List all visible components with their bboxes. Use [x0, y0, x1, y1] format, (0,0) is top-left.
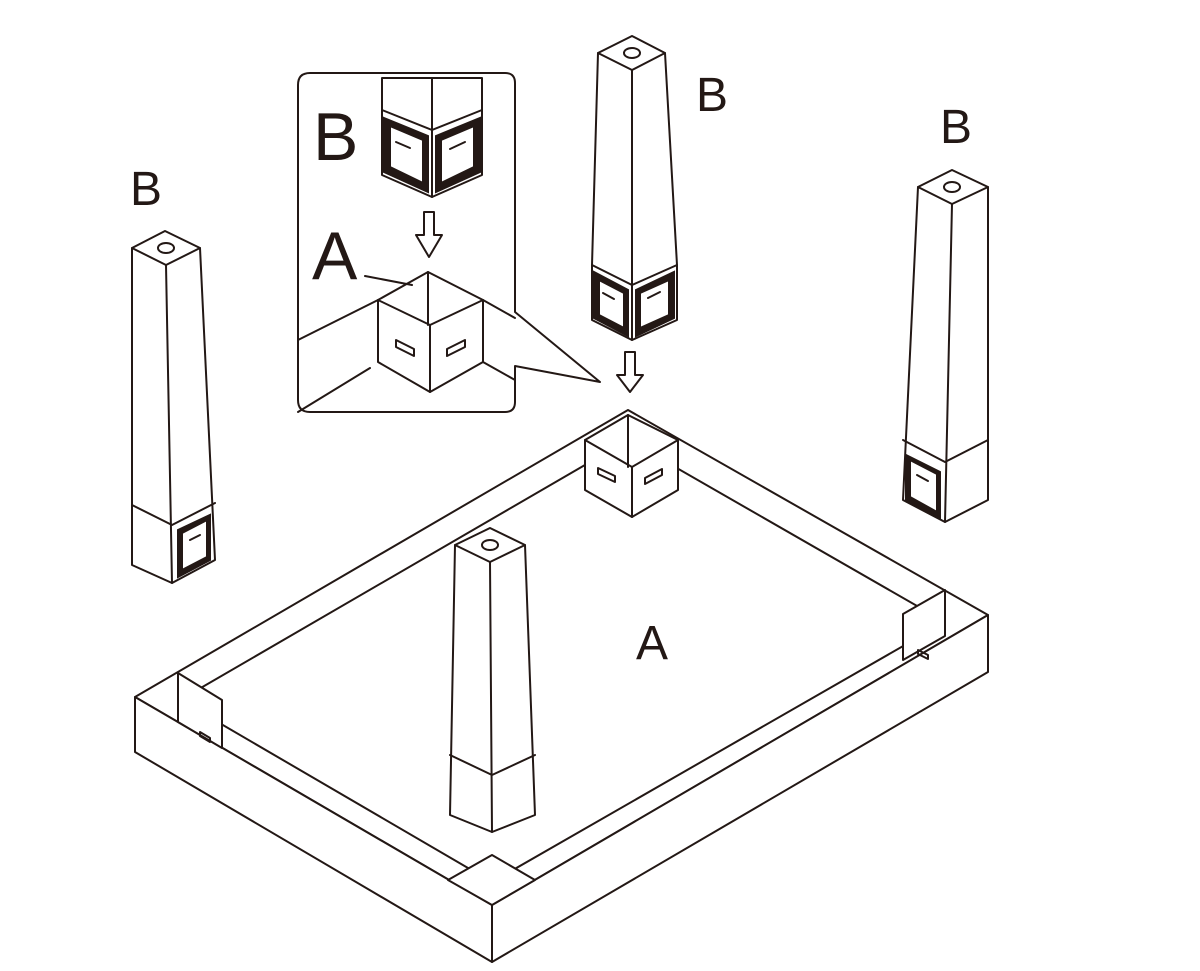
left-leg-label: B: [130, 163, 163, 216]
detail-inset: [297, 72, 601, 413]
leg-b-right: [902, 169, 989, 523]
main-frame-label: A: [636, 617, 669, 670]
inset-leg-label: B: [313, 99, 359, 175]
leg-b-left: [131, 230, 216, 584]
right-leg-label: B: [940, 101, 973, 154]
leg-installed: [449, 527, 536, 833]
inset-frame-label: A: [312, 218, 358, 294]
top-leg-label: B: [696, 69, 729, 122]
frame-a: [134, 409, 989, 963]
leg-b-top: [591, 35, 678, 393]
